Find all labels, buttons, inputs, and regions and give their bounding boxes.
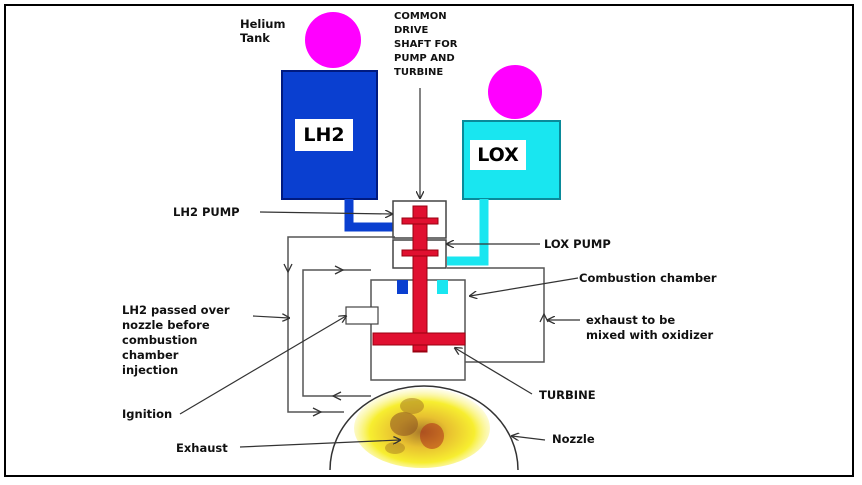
lh2-passed-leader (252, 316, 289, 318)
nozzle-leader (512, 436, 546, 440)
lh2-injector (397, 280, 408, 294)
turbine-label: TURBINE (539, 388, 596, 402)
turbine-leader (455, 348, 533, 395)
exhaust-plume (354, 388, 490, 468)
lox-tank (462, 120, 561, 200)
outer-loop (287, 236, 395, 413)
ignition-label: Ignition (122, 407, 173, 421)
combustion-leader (470, 277, 579, 296)
lox-tank-label: LOX (470, 140, 526, 170)
exhaust-leader (239, 440, 400, 448)
helium-tank-lh2 (305, 12, 361, 68)
helium-tank-lox (488, 65, 542, 119)
combustion-chamber-label: Combustion chamber (579, 271, 717, 285)
drive-shaft (372, 205, 466, 353)
lox-feed-line (447, 199, 489, 266)
lh2-passed-label: LH2 passed over nozzle before combustion… (122, 303, 230, 377)
ignition-leader (179, 316, 346, 415)
lh2-feed-line (344, 199, 395, 232)
drive-shaft-label: COMMON DRIVE SHAFT FOR PUMP AND TURBINE (394, 11, 458, 78)
inner-loop (302, 269, 371, 397)
lh2-pump-label: LH2 PUMP (173, 205, 240, 219)
nozzle (329, 385, 519, 471)
lh2-pump-leader (259, 212, 392, 214)
diagram-frame (4, 4, 854, 477)
lh2-tank-label: LH2 (295, 119, 353, 151)
exhaust-label: Exhaust (176, 441, 228, 455)
igniter (345, 306, 379, 325)
lox-pump-label: LOX PUMP (544, 237, 611, 251)
nozzle-label: Nozzle (552, 432, 595, 446)
lox-injector (437, 280, 448, 294)
helium-tank-label: Helium Tank (240, 17, 286, 45)
exhaust-mixed-label: exhaust to be mixed with oxidizer (586, 313, 714, 342)
